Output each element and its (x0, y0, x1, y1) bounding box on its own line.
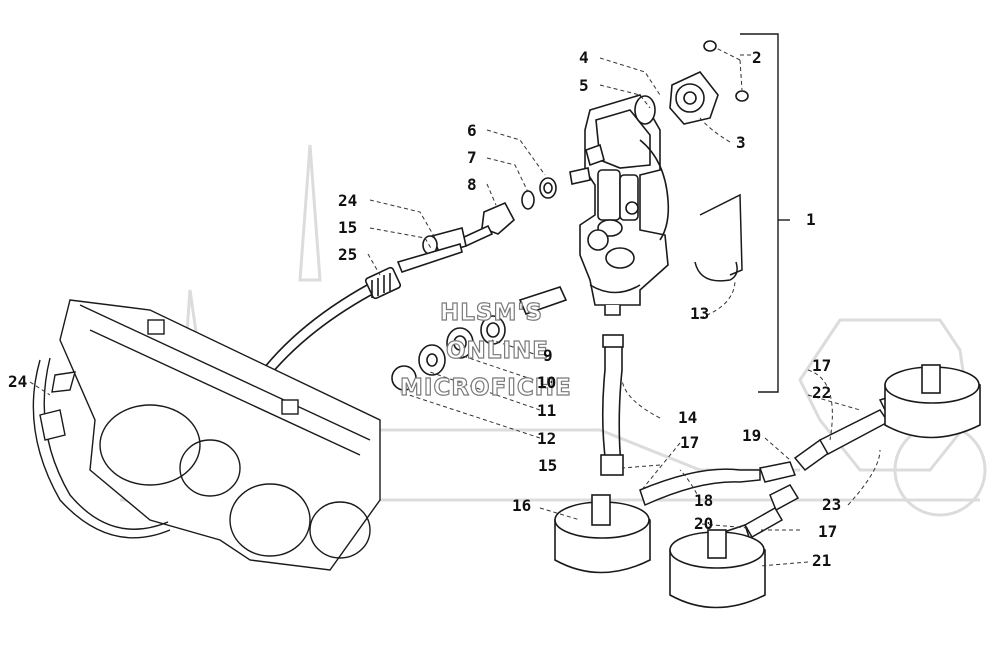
fitting-parts (422, 177, 557, 255)
callout-3: 3 (736, 133, 746, 152)
leader-lines (29, 47, 881, 567)
callout-17-top: 17 (812, 356, 832, 375)
intake-assembly (32, 299, 381, 571)
callout-17-mid: 17 (680, 433, 700, 452)
callout-24-upper: 24 (338, 191, 358, 210)
callout-15-lower: 15 (538, 456, 558, 475)
group-bracket (740, 33, 790, 393)
callout-23: 23 (822, 495, 842, 514)
callout-7: 7 (467, 148, 477, 167)
callout-21: 21 (812, 551, 832, 570)
callout-2: 2 (752, 48, 762, 67)
callout-12: 12 (537, 429, 557, 448)
callout-17-low: 17 (818, 522, 838, 541)
callout-19: 19 (742, 426, 762, 445)
watermark-line-1: HLSM'S (439, 300, 543, 326)
callout-14: 14 (678, 408, 698, 427)
washer-parts (391, 286, 568, 391)
fuel-pump-body (579, 94, 670, 316)
watermark-line-2: ONLINE (445, 338, 549, 364)
tank-pickups (554, 364, 981, 609)
callout-5: 5 (579, 76, 589, 95)
callout-13: 13 (690, 304, 710, 323)
watermark-line-3: MICROFICHE (399, 375, 572, 401)
callout-9: 9 (543, 346, 553, 365)
callout-24-left: 24 (8, 372, 28, 391)
callout-4: 4 (579, 48, 589, 67)
callout-10: 10 (537, 373, 557, 392)
callout-18: 18 (694, 491, 714, 510)
callout-20: 20 (694, 514, 714, 533)
callout-25: 25 (338, 245, 358, 264)
callout-16: 16 (512, 496, 532, 515)
wire-clip (694, 193, 743, 282)
callout-11: 11 (537, 401, 557, 420)
callout-15-upper: 15 (338, 218, 358, 237)
callout-22: 22 (812, 383, 832, 402)
callout-1: 1 (806, 210, 816, 229)
outlet-hose (600, 334, 624, 476)
callout-8: 8 (467, 175, 477, 194)
callout-6: 6 (467, 121, 477, 140)
pressure-regulator (569, 40, 749, 185)
